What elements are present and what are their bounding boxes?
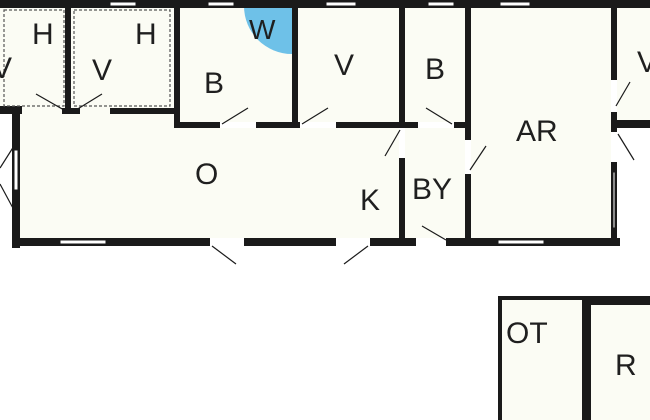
label-ar: AR — [516, 115, 558, 148]
dashed-outlines — [3, 9, 171, 107]
label-h1: H — [32, 18, 54, 51]
door-swing-11 — [35, 93, 65, 111]
label-b2: B — [425, 53, 445, 86]
floor-ot — [499, 298, 585, 420]
label-v-right: V — [637, 46, 650, 79]
gap-k-by — [399, 128, 405, 158]
floor-v-right — [614, 6, 650, 124]
window-right-1 — [612, 171, 616, 229]
window-top-3 — [325, 1, 357, 7]
door-swing-2 — [301, 107, 329, 125]
door-gaps — [210, 80, 617, 246]
gap-by-ar — [465, 140, 471, 174]
wall-r-top — [582, 296, 650, 305]
wall-ot-left — [498, 296, 502, 420]
wall-r-left — [582, 296, 591, 420]
gap-ar-right — [611, 132, 617, 162]
wall-under-left — [110, 108, 180, 114]
label-o: O — [195, 158, 218, 191]
door-swing-4 — [384, 129, 401, 157]
floor-r — [588, 302, 650, 420]
floor-b2 — [402, 6, 470, 126]
dashed-h1 — [3, 9, 65, 107]
gap-bottom-by — [416, 238, 446, 246]
label-by: BY — [412, 173, 452, 206]
gap-vright — [611, 80, 617, 112]
label-v2: V — [334, 49, 354, 82]
floor-o — [14, 110, 404, 242]
label-v-left: V — [0, 52, 12, 85]
wall-ot-top — [499, 296, 585, 300]
label-v1: V — [92, 54, 112, 87]
door-swing-6 — [211, 245, 237, 265]
wall-left-stub — [0, 106, 22, 114]
wall-bottom-main — [12, 238, 620, 246]
label-w: W — [249, 14, 276, 45]
door-swing-5 — [469, 145, 487, 171]
whirlpool-shape — [244, 6, 292, 54]
gap-v2 — [300, 122, 336, 128]
gap-b1 — [220, 122, 256, 128]
door-swings — [0, 81, 635, 265]
floor-ar — [468, 6, 614, 242]
door-swing-10 — [617, 133, 635, 161]
window-bottom-2 — [497, 239, 545, 245]
door-swing-8 — [421, 225, 447, 241]
gap-bottom-o — [210, 238, 244, 246]
wall-b2-ar — [465, 6, 471, 244]
windows — [13, 1, 616, 245]
window-top-2 — [207, 1, 235, 7]
wall-k-by — [399, 124, 405, 244]
door-swing-3 — [425, 107, 453, 125]
label-ot: OT — [506, 317, 548, 350]
window-left-1 — [13, 149, 19, 191]
wall-v2-b2 — [399, 6, 405, 128]
dashed-h2 — [73, 9, 171, 107]
window-bottom-1 — [59, 239, 107, 245]
window-top-4 — [427, 1, 455, 7]
floor-by — [402, 124, 468, 242]
label-b1: B — [204, 67, 224, 100]
wall-left-wing-split — [65, 6, 71, 112]
floor-v2 — [295, 6, 402, 126]
door-swing-1 — [221, 107, 249, 125]
label-k: K — [360, 184, 380, 217]
wall-b1-v2 — [292, 6, 298, 128]
wall-top — [0, 0, 650, 8]
wall-vright-bottom — [611, 120, 650, 128]
label-h2: H — [135, 18, 157, 51]
room-labels: V H V H B W V B AR V O K BY OT R — [0, 14, 650, 382]
door-swing-14 — [0, 183, 15, 211]
gap-b2 — [418, 122, 454, 128]
label-r: R — [615, 349, 637, 382]
gap-bottom-k — [336, 238, 370, 246]
door-swing-13 — [0, 145, 15, 169]
floor-top-left — [0, 6, 177, 110]
wall-b1-left — [174, 6, 180, 128]
door-swing-9 — [615, 81, 631, 107]
window-top-1 — [109, 1, 137, 7]
door-swing-7 — [343, 245, 369, 265]
window-top-5 — [499, 1, 531, 7]
door-swing-12 — [75, 93, 103, 111]
